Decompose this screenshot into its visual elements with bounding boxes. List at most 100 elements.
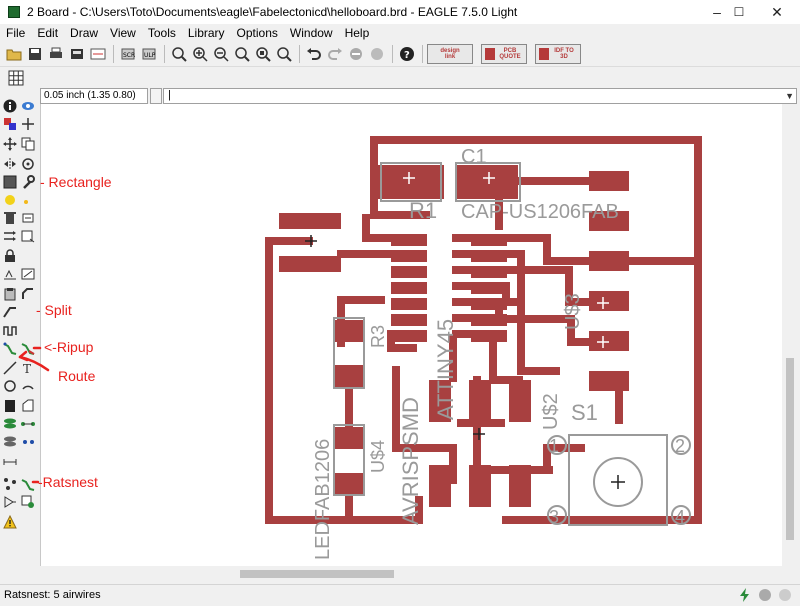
display-layers-icon[interactable] [2,116,18,132]
mark-icon[interactable] [20,116,36,132]
warning-icon[interactable] [2,514,18,530]
svg-text:T: T [23,362,31,375]
cam-processor-icon[interactable] [67,44,87,64]
pcb-quote-button[interactable]: PCB QUOTE [481,44,527,64]
ic-pad [391,282,427,294]
toolbar-separator [113,45,114,63]
minimize-button[interactable]: – [713,4,721,20]
polygon-icon[interactable] [20,398,36,414]
script-icon[interactable]: SCR [118,44,138,64]
menu-view[interactable]: View [110,26,136,40]
attribute-icon[interactable] [20,434,36,450]
via-icon[interactable] [2,192,18,208]
menu-help[interactable]: Help [344,26,370,40]
r1-pad [279,256,341,272]
r3-label: R3 [368,325,388,348]
stop-icon[interactable] [758,587,772,603]
paste-icon[interactable] [2,286,18,302]
arc-icon[interactable] [20,378,36,394]
delete-icon[interactable] [2,210,18,226]
horizontal-scrollbar[interactable] [40,566,782,582]
info-icon[interactable] [2,98,18,114]
replace-icon[interactable] [2,228,18,244]
optimize-icon[interactable] [2,266,18,282]
zoom-in-icon[interactable] [190,44,210,64]
erc-icon[interactable] [2,494,18,510]
svg-text:SCR: SCR [123,52,135,59]
s1-pin3-label: 3 [549,507,559,527]
menu-library[interactable]: Library [187,26,225,40]
text-icon[interactable]: T [20,360,36,376]
main-toolbar: SCR ULP ? design link PCB QUOTE IDF TO 3… [0,42,800,66]
zoom-out-icon[interactable] [211,44,231,64]
route-icon[interactable] [2,340,18,356]
rotate-icon[interactable] [20,156,36,172]
drc-icon[interactable] [20,494,36,510]
board-canvas[interactable]: C1 R1 CAP-US1206FAB R3 ATTINY45 U$3 U$2 … [40,104,782,566]
ulp-icon[interactable]: ULP [139,44,159,64]
chevron-down-icon[interactable]: ▼ [785,91,794,101]
rectangle-icon[interactable] [2,174,18,190]
stop-icon[interactable] [346,44,366,64]
copy-icon[interactable] [20,136,36,152]
save-icon[interactable] [25,44,45,64]
signal-icon[interactable] [2,416,18,432]
command-line-input[interactable]: | [163,88,797,104]
print-icon[interactable] [46,44,66,64]
toolbar-separator [164,45,165,63]
horizontal-scroll-thumb[interactable] [240,570,394,578]
redo-icon[interactable] [325,44,345,64]
autorouter-icon[interactable] [20,476,36,492]
u2-pad [509,380,531,422]
move-icon[interactable] [2,136,18,152]
help-icon[interactable]: ? [397,44,417,64]
grid-icon[interactable] [6,68,26,88]
pcb-board-drawing[interactable]: C1 R1 CAP-US1206FAB R3 ATTINY45 U$3 U$2 … [41,104,782,566]
hole-icon[interactable] [2,434,18,450]
menu-file[interactable]: File [6,26,26,40]
menu-draw[interactable]: Draw [70,26,99,40]
s1-pin3 [547,505,567,525]
add-icon[interactable] [20,210,36,226]
menu-window[interactable]: Window [289,26,333,40]
coordinate-dropdown-button[interactable] [150,88,162,104]
wrench-icon[interactable] [20,174,36,190]
close-button[interactable]: ✕ [771,3,783,20]
maximize-button[interactable]: ☐ [733,5,745,19]
undo-icon[interactable] [304,44,324,64]
show-icon[interactable] [20,98,36,114]
zoom-last-icon[interactable] [274,44,294,64]
idf-icon [539,48,549,60]
ratsnest-icon[interactable] [2,476,18,492]
title-bar: 2 Board - C:\Users\Toto\Documents\eagle\… [0,0,800,24]
menu-tools[interactable]: Tools [147,26,176,40]
menu-options[interactable]: Options [236,26,278,40]
open-icon[interactable] [4,44,24,64]
design-link-button[interactable]: design link [427,44,473,64]
menu-edit[interactable]: Edit [37,26,59,40]
rect-fill-icon[interactable] [2,398,18,414]
power-icon[interactable] [738,587,752,603]
mirror-icon[interactable] [2,156,18,172]
dimension-icon[interactable] [2,454,18,470]
vertical-scroll-thumb[interactable] [786,358,794,540]
schematic-switch-icon[interactable] [88,44,108,64]
silkscreen [333,162,691,526]
ic-pad [471,298,507,310]
change-icon[interactable] [20,228,36,244]
split-icon[interactable] [2,304,18,320]
zoom-select-icon[interactable] [253,44,273,64]
miter-icon[interactable] [20,286,36,302]
idf-to-3d-button[interactable]: IDF TO 3D [535,44,581,64]
smash-icon[interactable] [20,266,36,282]
ripup-icon[interactable] [20,340,36,356]
wire-icon[interactable] [2,360,18,376]
circle-icon[interactable] [2,378,18,394]
meander-icon[interactable] [2,322,18,338]
zoom-redraw-icon[interactable] [232,44,252,64]
net-connect-icon[interactable] [20,416,36,432]
lock-icon[interactable] [2,248,18,264]
zoom-fit-icon[interactable] [169,44,189,64]
point-icon[interactable] [20,192,36,208]
go-icon[interactable] [367,44,387,64]
